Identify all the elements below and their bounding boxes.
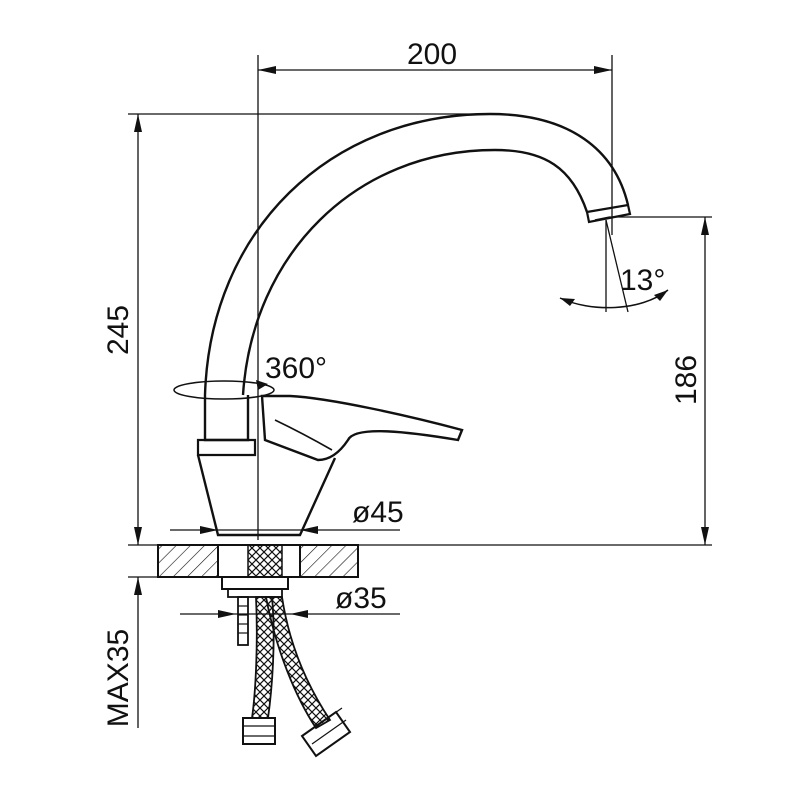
rotation-label: 360° <box>265 352 327 385</box>
height-dimension: 245 <box>102 113 500 545</box>
lever-handle <box>260 394 464 462</box>
width-label: 200 <box>407 38 457 71</box>
base-diameter-label: ø45 <box>352 496 404 529</box>
spout-height-label: 186 <box>670 355 703 405</box>
braided-hoses <box>242 596 352 758</box>
shank-diameter-label: ø35 <box>335 582 387 615</box>
spout <box>203 112 632 396</box>
rotation-indicator: 360° <box>173 352 327 400</box>
spout-height-dimension: 186 <box>610 216 712 545</box>
spout-angle-label: 13° <box>620 264 665 297</box>
height-label: 245 <box>102 305 135 355</box>
width-dimension: 200 <box>257 38 613 540</box>
shank-diameter-dimension: ø35 <box>180 582 400 618</box>
base-diameter-dimension: ø45 <box>170 496 404 534</box>
spout-angle-indicator: 13° <box>559 219 669 313</box>
faucet-body <box>196 395 337 537</box>
threaded-stud <box>237 596 249 646</box>
mounting-nut <box>221 576 289 598</box>
max-counter-dimension: MAX35 <box>102 577 142 728</box>
max-counter-label: MAX35 <box>102 629 135 727</box>
countertop-section <box>128 544 712 578</box>
